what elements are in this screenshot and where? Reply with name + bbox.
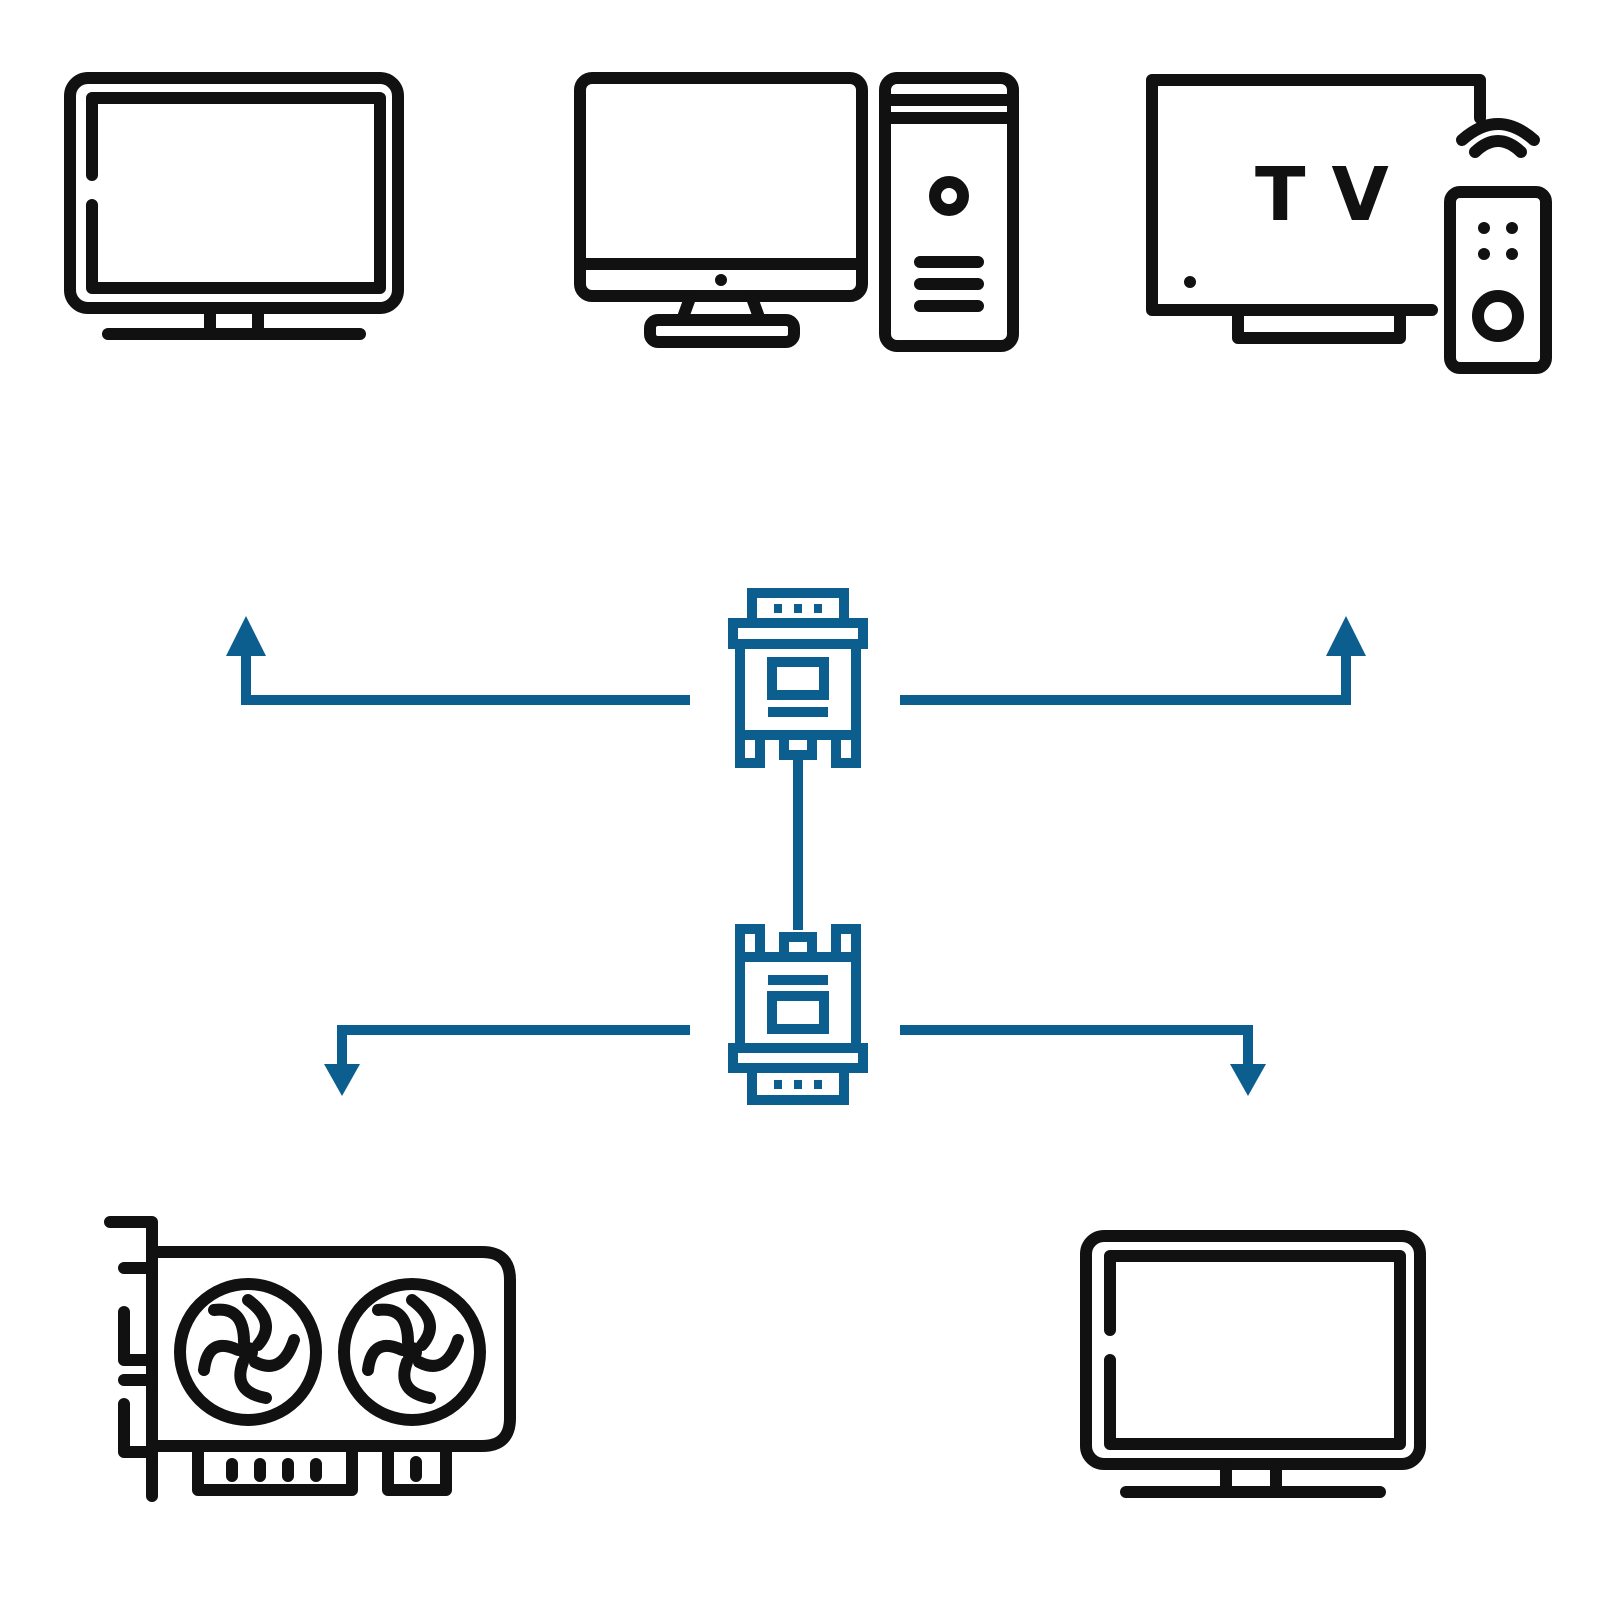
- arrow-to-bottom-right: [900, 1025, 1266, 1096]
- monitor-icon: [1080, 1230, 1426, 1498]
- vga-connector-icon: [728, 588, 868, 768]
- tv-label: TV: [1255, 152, 1415, 238]
- fan-icon: [174, 1278, 322, 1426]
- tv-with-remote-icon: TV: [1146, 74, 1552, 374]
- monitor-icon: [64, 72, 404, 340]
- fan-icon: [338, 1278, 486, 1426]
- arrow-to-top-right: [900, 616, 1366, 705]
- arrow-to-bottom-left: [324, 1025, 690, 1096]
- graphics-card-icon: [104, 1216, 516, 1502]
- arrow-to-top-left: [226, 616, 690, 705]
- tv-led: [1184, 276, 1196, 288]
- power-led: [715, 274, 727, 286]
- desktop-computer-icon: [574, 72, 1019, 352]
- vga-connector-icon: [728, 924, 868, 1105]
